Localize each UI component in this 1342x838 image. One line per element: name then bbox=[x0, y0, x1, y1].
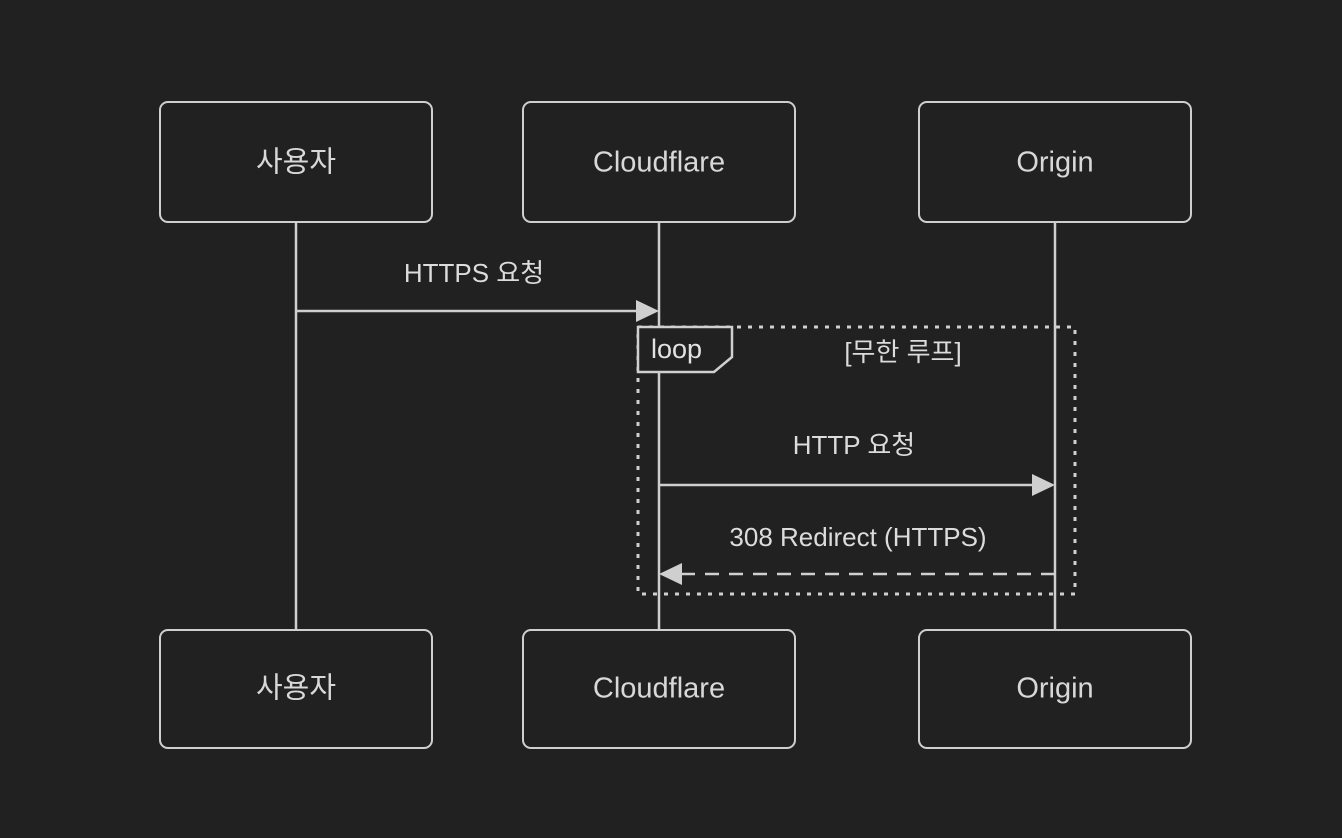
actor-box-bottom-origin-rect[interactable] bbox=[918, 629, 1192, 749]
actor-box-bottom-cloudflare-rect[interactable] bbox=[522, 629, 796, 749]
actor-box-bottom-user-label: 사용자 bbox=[256, 673, 336, 705]
message-label-http-request: HTTP 요청 bbox=[793, 430, 915, 460]
arrow-head-https-request bbox=[636, 300, 659, 322]
message-https-request: HTTPS 요청 bbox=[296, 258, 659, 322]
arrow-head-http-request bbox=[1032, 474, 1055, 496]
actor-box-bottom-cloudflare-label: Cloudflare bbox=[593, 673, 725, 705]
loop-fragment-keyword: loop bbox=[651, 334, 702, 364]
actor-box-top-origin-rect[interactable] bbox=[918, 101, 1192, 223]
actor-box-top-cloudflare-rect[interactable] bbox=[522, 101, 796, 223]
loop-fragment-tab bbox=[636, 325, 734, 374]
actor-box-bottom-user-rect[interactable] bbox=[159, 629, 433, 749]
lifelines-group bbox=[294, 222, 1057, 630]
actor-box-bottom-cloudflare[interactable]: Cloudflare bbox=[522, 629, 796, 749]
actor-boxes-top: 사용자 Cloudflare Origin bbox=[159, 101, 1192, 223]
message-308-redirect: 308 Redirect (HTTPS) bbox=[659, 522, 1055, 585]
actor-box-bottom-user[interactable]: 사용자 bbox=[159, 629, 433, 749]
actor-box-bottom-origin-label: Origin bbox=[1016, 673, 1093, 705]
actor-box-top-user[interactable]: 사용자 bbox=[159, 101, 433, 223]
actor-box-bottom-origin[interactable]: Origin bbox=[918, 629, 1192, 749]
message-http-request: HTTP 요청 bbox=[659, 430, 1055, 496]
actor-box-top-cloudflare[interactable]: Cloudflare bbox=[522, 101, 796, 223]
actor-box-top-user-rect[interactable] bbox=[159, 101, 433, 223]
message-label-308-redirect: 308 Redirect (HTTPS) bbox=[729, 522, 986, 552]
loop-fragment-condition: [무한 루프] bbox=[844, 337, 961, 367]
actor-box-top-origin[interactable]: Origin bbox=[918, 101, 1192, 223]
actor-box-top-user-label: 사용자 bbox=[256, 147, 336, 179]
arrow-head-308-redirect bbox=[659, 563, 682, 585]
loop-fragment: loop [무한 루프] bbox=[636, 325, 1077, 596]
actor-box-top-origin-label: Origin bbox=[1016, 147, 1093, 179]
actor-box-top-cloudflare-label: Cloudflare bbox=[593, 147, 725, 179]
message-label-https-request: HTTPS 요청 bbox=[404, 258, 544, 288]
actor-boxes-bottom: 사용자 Cloudflare Origin bbox=[159, 629, 1192, 749]
